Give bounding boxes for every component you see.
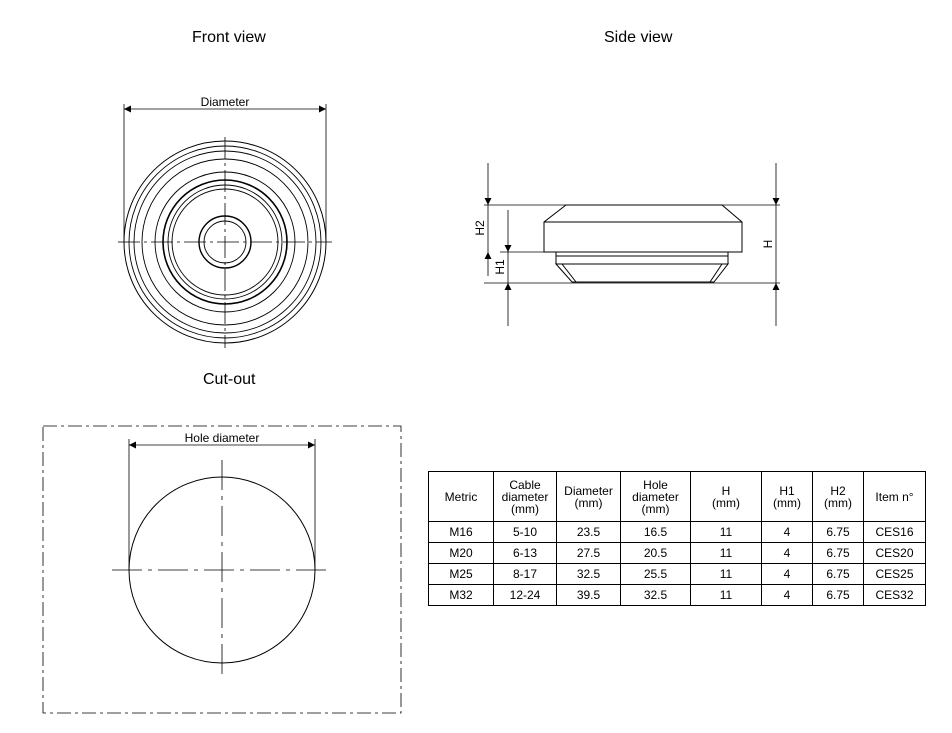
header-h: H (mm) <box>690 471 762 522</box>
cell-cable-diameter: 12-24 <box>493 584 557 606</box>
table-row: M20 6-13 27.5 20.5 11 4 6.75 CES20 <box>428 542 926 564</box>
side-view-heading: Side view <box>604 29 673 46</box>
cell-h: 11 <box>690 584 762 606</box>
h-label: H <box>761 240 775 249</box>
cell-h2: 6.75 <box>812 563 864 585</box>
cell-h2: 6.75 <box>812 542 864 564</box>
cell-cable-diameter: 5-10 <box>493 521 557 543</box>
cell-item-number: CES25 <box>863 563 926 585</box>
diameter-label: Diameter <box>201 95 250 109</box>
cell-diameter: 32.5 <box>556 563 621 585</box>
cell-h: 11 <box>690 521 762 543</box>
hole-diameter-dimension <box>128 439 316 570</box>
cut-out-drawing <box>42 425 402 714</box>
header-h2: H2 (mm) <box>812 471 864 522</box>
cell-h1: 4 <box>761 542 813 564</box>
h2-label: H2 <box>473 220 487 236</box>
header-hole-diameter: Hole diameter (mm) <box>620 471 691 522</box>
cell-hole-diameter: 32.5 <box>620 584 691 606</box>
cell-h2: 6.75 <box>812 521 864 543</box>
cell-h: 11 <box>690 563 762 585</box>
cell-metric: M16 <box>428 521 494 543</box>
cell-cable-diameter: 6-13 <box>493 542 557 564</box>
cell-metric: M32 <box>428 584 494 606</box>
cell-item-number: CES16 <box>863 521 926 543</box>
cell-diameter: 39.5 <box>556 584 621 606</box>
header-h1: H1 (mm) <box>761 471 813 522</box>
side-view-drawing <box>543 204 743 283</box>
header-metric: Metric <box>428 471 494 522</box>
cell-h1: 4 <box>761 521 813 543</box>
cell-metric: M20 <box>428 542 494 564</box>
specification-table: Metric Cable diameter (mm) Diameter (mm)… <box>428 471 926 606</box>
cell-diameter: 27.5 <box>556 542 621 564</box>
cut-out-heading: Cut-out <box>203 371 256 388</box>
front-view-drawing <box>118 137 332 348</box>
cell-h1: 4 <box>761 563 813 585</box>
header-cable-diameter: Cable diameter (mm) <box>493 471 557 522</box>
header-diameter: Diameter (mm) <box>556 471 621 522</box>
diameter-dimension <box>123 104 327 242</box>
header-item-number: Item n° <box>863 471 926 522</box>
h1-label: H1 <box>493 259 507 275</box>
hole-diameter-label: Hole diameter <box>185 431 260 445</box>
cell-hole-diameter: 25.5 <box>620 563 691 585</box>
cell-metric: M25 <box>428 563 494 585</box>
side-view-dimensions <box>484 163 780 326</box>
cell-h: 11 <box>690 542 762 564</box>
front-view-heading: Front view <box>192 29 266 46</box>
cell-item-number: CES20 <box>863 542 926 564</box>
table-row: M25 8-17 32.5 25.5 11 4 6.75 CES25 <box>428 563 926 585</box>
table-header-row: Metric Cable diameter (mm) Diameter (mm)… <box>428 471 926 522</box>
cell-h2: 6.75 <box>812 584 864 606</box>
cell-h1: 4 <box>761 584 813 606</box>
table-row: M32 12-24 39.5 32.5 11 4 6.75 CES32 <box>428 584 926 606</box>
table-row: M16 5-10 23.5 16.5 11 4 6.75 CES16 <box>428 521 926 543</box>
cell-cable-diameter: 8-17 <box>493 563 557 585</box>
cell-hole-diameter: 16.5 <box>620 521 691 543</box>
cell-diameter: 23.5 <box>556 521 621 543</box>
cell-item-number: CES32 <box>863 584 926 606</box>
cell-hole-diameter: 20.5 <box>620 542 691 564</box>
